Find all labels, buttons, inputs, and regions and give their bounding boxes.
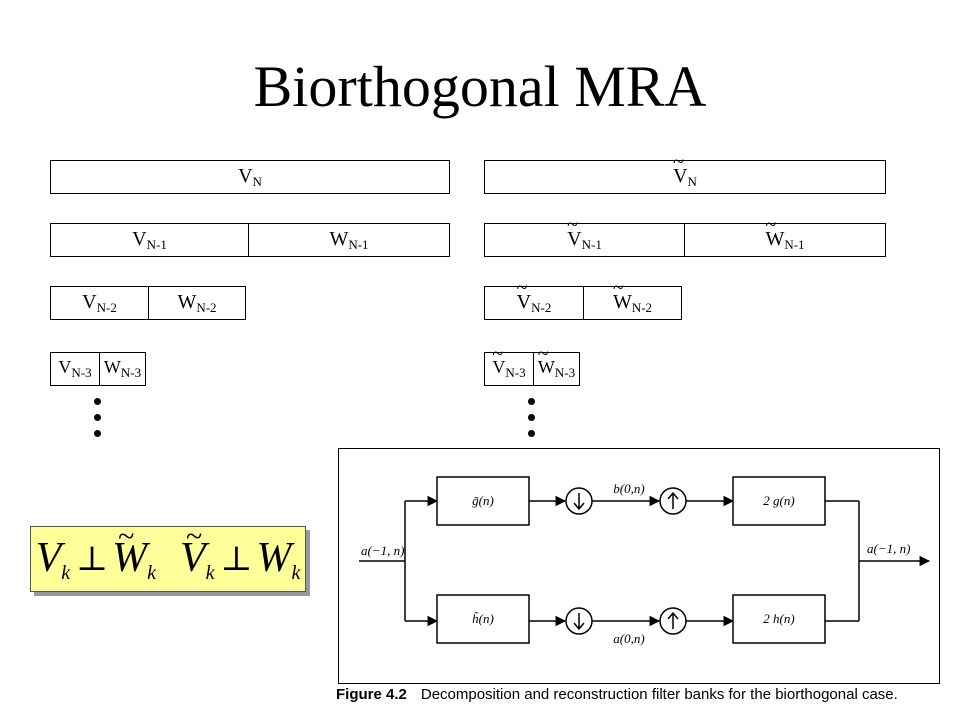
perp-symbol: ⊥: [76, 541, 109, 578]
right-row-n-1: ~VN-1 ~WN-1: [484, 215, 886, 257]
page-title: Biorthogonal MRA: [253, 54, 707, 119]
right-v-n-box: ~VN: [484, 152, 886, 194]
filter-bank-figure: a(−1, n) g̃(n) h̃(n) b(0,n) a(0,n) 2 g(n…: [338, 448, 940, 684]
left-v-n3-label: V: [58, 357, 72, 377]
left-w-n2-label: W: [177, 290, 197, 313]
figure-caption: Figure 4.2 Decomposition and reconstructi…: [336, 686, 898, 703]
tilde-icon: ~: [492, 343, 504, 365]
tilde-icon: ~: [673, 150, 684, 173]
g-tilde-filter-box: [436, 476, 530, 526]
tilde-icon: ~: [612, 276, 624, 299]
right-v-n3-label: V: [492, 357, 506, 377]
right-v-n1-label: V: [567, 227, 582, 250]
h-synthesis-filter-box: [732, 594, 826, 644]
right-w-n3-label: W: [537, 357, 555, 377]
tilde-icon: ~: [567, 213, 578, 236]
g-synthesis-filter-box: [732, 476, 826, 526]
left-w-n1-label: W: [329, 227, 349, 250]
right-ellipsis: [528, 398, 536, 446]
right-row-n-2: ~VN-2 ~WN-2: [484, 278, 682, 320]
formula-w: W: [256, 534, 292, 581]
h-tilde-label: h̃(n): [472, 611, 494, 626]
h-synthesis-label: 2 h(n): [763, 611, 794, 626]
right-row-n-3: ~VN-3 ~WN-3: [484, 344, 580, 386]
tilde-icon: ~: [765, 213, 777, 236]
orthogonality-formula: Vk ⊥ ~Wk ~Vk ⊥ Wk: [30, 520, 306, 592]
input-label: a(−1, n): [361, 543, 404, 558]
left-row-n-1: VN-1 WN-1: [50, 223, 450, 257]
right-w-n2-label: W: [612, 290, 632, 313]
left-ellipsis: [94, 398, 102, 446]
g-synthesis-label: 2 g(n): [763, 493, 794, 508]
left-w-n3-label: W: [103, 357, 121, 377]
b-coefficient-label: b(0,n): [613, 481, 644, 496]
g-tilde-label: g̃(n): [472, 493, 494, 508]
right-w-n1-label: W: [765, 227, 785, 250]
left-v-n-box: VN: [50, 160, 450, 194]
left-v-n2-label: V: [82, 290, 97, 313]
formula-v-tilde: V: [180, 534, 206, 581]
tilde-icon: ~: [537, 343, 549, 365]
caption-figure-number: Figure 4.2: [336, 686, 407, 703]
tilde-icon: ~: [186, 519, 203, 553]
tilde-icon: ~: [118, 519, 135, 553]
output-label: a(−1, n): [867, 541, 910, 556]
right-v-n2-label: V: [516, 290, 532, 313]
left-v-n1-label: V: [132, 227, 147, 250]
filter-bank-diagram: a(−1, n) g̃(n) h̃(n) b(0,n) a(0,n) 2 g(n…: [359, 476, 931, 646]
h-tilde-filter-box: [436, 594, 530, 644]
perp-symbol: ⊥: [220, 541, 253, 578]
a-coefficient-label: a(0,n): [613, 631, 644, 646]
left-row-n-2: VN-2 WN-2: [50, 286, 246, 320]
tilde-icon: ~: [516, 276, 528, 299]
formula-w-tilde: W: [112, 534, 148, 581]
formula-v: V: [35, 534, 62, 581]
left-v-n-label: V: [238, 164, 253, 187]
caption-text: Decomposition and reconstruction filter …: [420, 686, 898, 703]
right-v-n-label: V: [673, 164, 688, 187]
left-row-n-3: VN-3 WN-3: [50, 352, 146, 386]
